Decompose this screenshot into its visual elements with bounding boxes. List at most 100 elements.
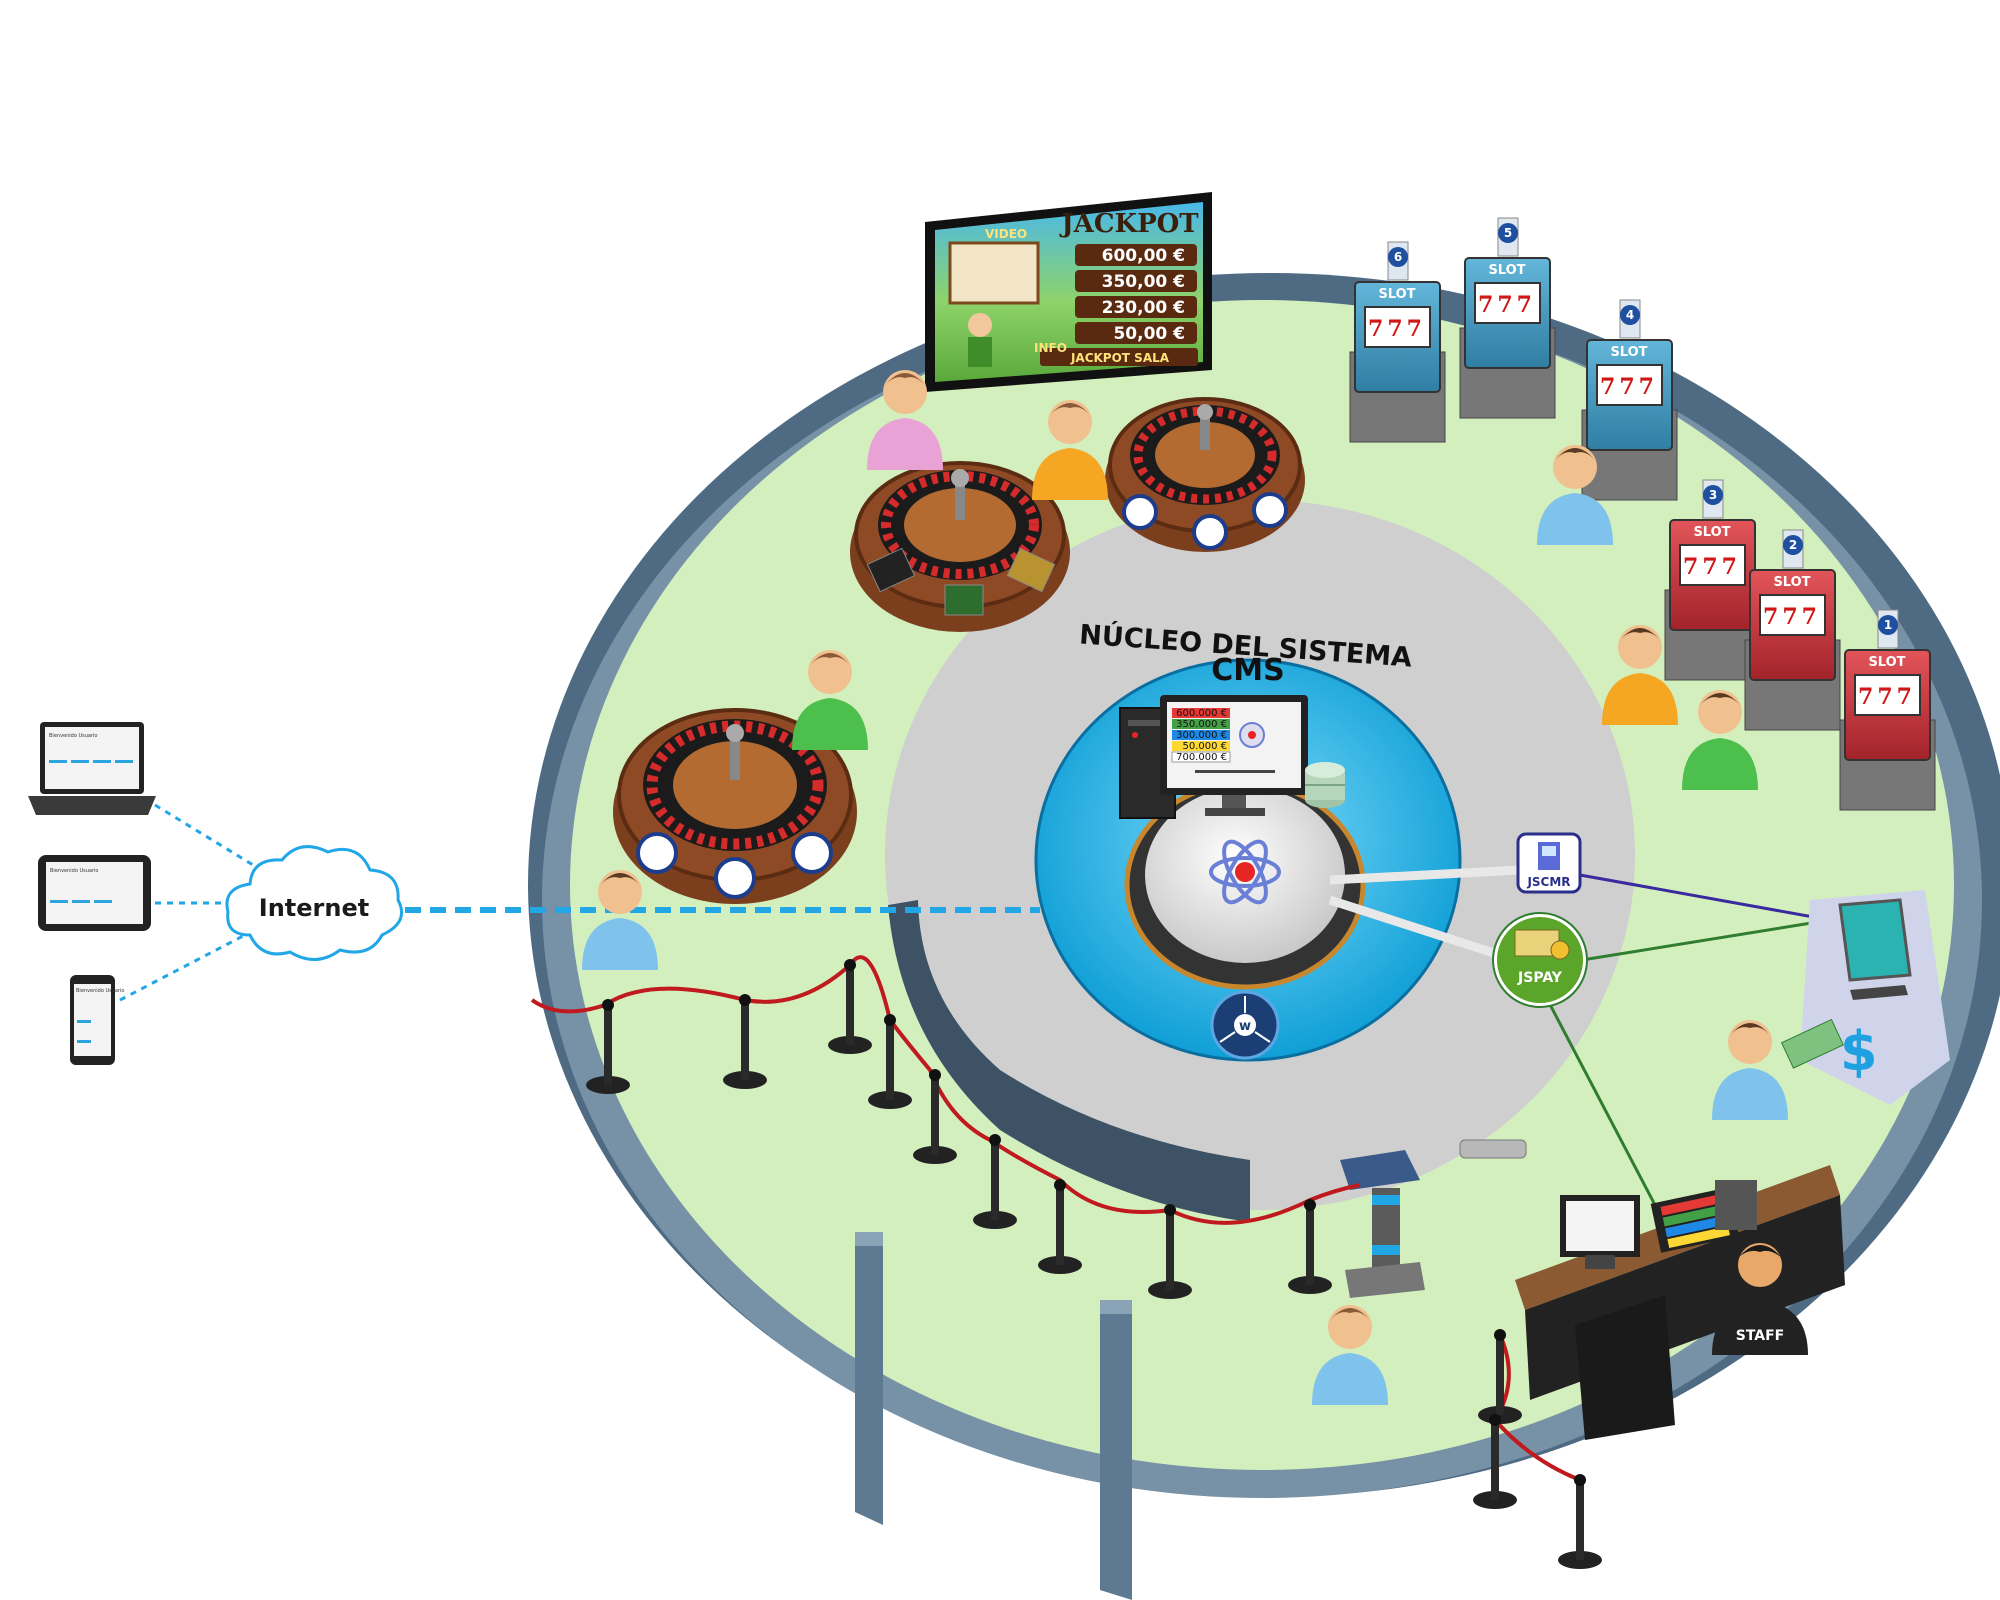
slot-number-badge <box>1388 247 1408 267</box>
person-icon <box>1602 625 1678 725</box>
video-tag: VIDEO <box>985 227 1027 241</box>
atm-machine: $ <box>1780 890 1950 1105</box>
stanchion-post <box>1038 1179 1082 1274</box>
roulette-table-1 <box>850 461 1070 632</box>
info-tag: INFO <box>1034 341 1067 355</box>
slot-reels: 777 <box>1368 316 1426 342</box>
dollar-icon: $ <box>1840 1020 1878 1083</box>
cms-value-2: 350.000 € <box>1176 719 1227 730</box>
cms-value-5: 700.000 € <box>1176 752 1227 763</box>
stanchion-post <box>1148 1204 1192 1299</box>
database-icon <box>1305 762 1345 808</box>
slot-label: SLOT <box>1693 525 1730 540</box>
link-core-jscmr <box>1329 865 1521 885</box>
jspay-label: JSPAY <box>1517 970 1563 986</box>
payment-kiosk <box>1340 1150 1425 1298</box>
stanchion-post <box>586 999 630 1094</box>
link-phone-internet <box>119 933 246 1002</box>
roulette-table-2 <box>1105 397 1305 552</box>
jackpot-value-4: 50,00 € <box>1113 324 1185 344</box>
link-core-jspay <box>1328 895 1502 960</box>
slot-machines: SLOT7776SLOT7775SLOT7774SLOT7773SLOT7772… <box>1349 217 1936 811</box>
slot-number: 2 <box>1789 538 1797 552</box>
link-jspay-atm <box>1581 918 1831 962</box>
slot-reels: 777 <box>1683 554 1741 580</box>
system-core: w 600.000 € 350.000 € 300.000 € 50.000 € <box>885 500 1635 1222</box>
stanchion-post <box>828 959 872 1054</box>
person-icon <box>792 650 868 750</box>
staff-label: STAFF <box>1736 1328 1785 1344</box>
cms-value-1: 600.000 € <box>1176 708 1227 719</box>
stanchion-post <box>723 994 767 1089</box>
svg-text:w: w <box>1239 1019 1251 1034</box>
jackpot-screen: VIDEO JACKPOT 600,00 € 350,00 € 230,00 €… <box>925 192 1212 392</box>
people <box>582 370 1788 1405</box>
router-device <box>1459 1139 1527 1159</box>
phone-welcome-text: Bienvenido Usuario <box>76 988 124 994</box>
slot-number-badge <box>1783 535 1803 555</box>
internet-label: Internet <box>259 894 369 922</box>
slot-number: 6 <box>1394 250 1402 264</box>
phone-device: Bienvenido Usuario <box>70 975 124 1065</box>
jspay-badge: JSPAY <box>1492 912 1588 1008</box>
slot-label: SLOT <box>1773 575 1810 590</box>
core-wall <box>888 900 1250 1222</box>
slot-machine: SLOT 777 6 <box>1349 241 1446 443</box>
slot-number: 1 <box>1884 618 1892 632</box>
banknote-icon <box>1780 1018 1844 1069</box>
jackpot-value-1: 600,00 € <box>1102 246 1185 266</box>
slot-number-badge <box>1620 305 1640 325</box>
link-jscmr-atm <box>1579 873 1831 922</box>
slot-label: SLOT <box>1610 345 1647 360</box>
person-icon <box>1712 1020 1788 1120</box>
slot-number: 4 <box>1626 308 1634 322</box>
slot-number-badge <box>1498 223 1518 243</box>
stanchion-post <box>1473 1414 1517 1509</box>
internet-cloud: Internet <box>225 845 403 961</box>
person-icon <box>1032 400 1108 500</box>
tablet-device: Bienvenido Usuario <box>38 855 151 931</box>
person-icon <box>1682 690 1758 790</box>
stanchion-post <box>973 1134 1017 1229</box>
person-icon <box>1537 445 1613 545</box>
jackpot-title: JACKPOT <box>1059 209 1199 239</box>
person-icon <box>867 370 943 470</box>
slot-number-badge <box>1878 615 1898 635</box>
slot-number: 3 <box>1709 488 1717 502</box>
slot-number-badge <box>1703 485 1723 505</box>
stanchion-posts <box>586 959 1602 1569</box>
cms-label: CMS <box>1211 653 1284 688</box>
slot-reels: 777 <box>1858 684 1916 710</box>
entrance-wall-right <box>1100 1300 1132 1600</box>
stanchion-post <box>913 1069 957 1164</box>
entrance-wall-left <box>855 1232 883 1525</box>
jackpot-footer: JACKPOT SALA <box>1070 351 1170 365</box>
link-laptop-internet <box>154 803 259 870</box>
atom-icon <box>1209 839 1281 905</box>
slot-label: SLOT <box>1378 287 1415 302</box>
stanchion-post <box>1478 1329 1522 1424</box>
ticket-printer <box>1715 1180 1757 1230</box>
video-panel <box>948 241 1040 305</box>
cms-value-4: 50.000 € <box>1182 741 1227 752</box>
rope <box>530 955 1361 1225</box>
stanchion-post <box>1288 1199 1332 1294</box>
jackpot-value-2: 350,00 € <box>1102 272 1185 292</box>
cms-monitor: 600.000 € 350.000 € 300.000 € 50.000 € 7… <box>1160 695 1308 816</box>
slot-machine: SLOT 777 3 <box>1664 479 1761 681</box>
link-jspay-cashdesk <box>1543 994 1657 1206</box>
jackpot-value-3: 230,00 € <box>1102 298 1185 318</box>
cms-value-3: 300.000 € <box>1176 730 1227 741</box>
slot-reels: 777 <box>1478 292 1536 318</box>
stanchion-post <box>1558 1474 1602 1569</box>
laptop-welcome-text: Bienvenido Usuario <box>49 733 97 739</box>
laptop-device: Bienvenido Usuario <box>28 722 156 815</box>
person-icon <box>582 870 658 970</box>
slot-number: 5 <box>1504 226 1512 240</box>
roulette-table-3 <box>613 708 857 904</box>
